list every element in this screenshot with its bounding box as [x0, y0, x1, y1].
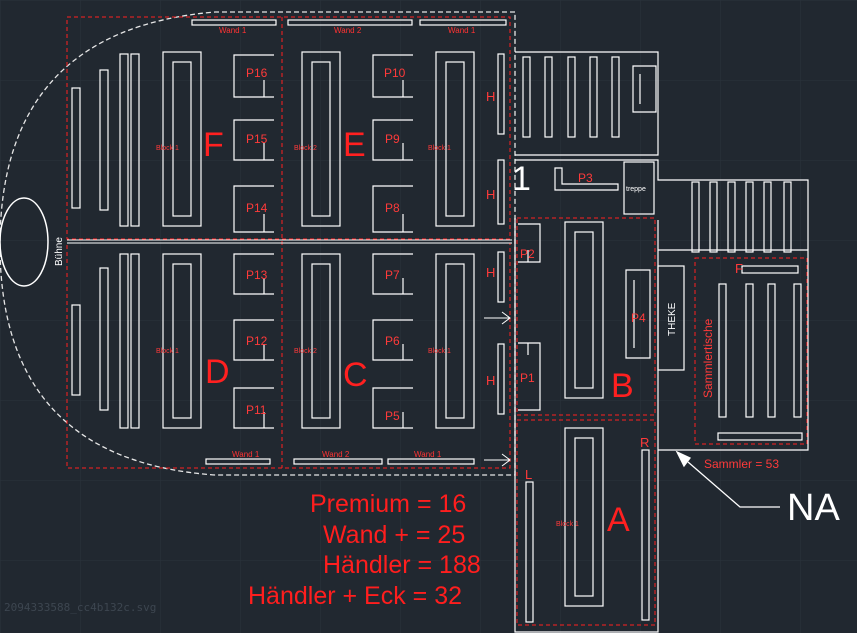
one-marker: 1: [512, 160, 531, 198]
wall-label-bottom-right: Wand 1: [414, 450, 442, 459]
premium-label-p14: P14: [246, 201, 268, 215]
premium-label-p10: P10: [384, 66, 406, 80]
wall-label-top-mid: Wand 2: [334, 26, 362, 35]
premium-label-p5: P5: [385, 409, 400, 423]
collector-count: Sammler = 53: [704, 457, 779, 471]
row-mark-h2: H: [486, 187, 495, 202]
wall-label-top-left: Wand 1: [219, 26, 247, 35]
block-label-a: Block 1: [556, 521, 579, 528]
table-rows: [71, 53, 505, 429]
block-label-c: Block 2: [294, 348, 317, 355]
row-mark-h4: H: [486, 373, 495, 388]
counter-label: THEKE: [667, 302, 678, 336]
premium-label-p11: P11: [246, 403, 267, 417]
legend-wand: Wand + = 25: [323, 521, 465, 549]
row-mark-l: L: [525, 467, 532, 482]
premium-brackets: [233, 54, 413, 429]
file-stamp: 2094333588_cc4b132c.svg: [4, 601, 157, 614]
legend-haendler-eck: Händler + Eck = 32: [248, 582, 462, 610]
collector-area: [658, 249, 809, 451]
na-pointer: [675, 450, 780, 508]
premium-label-p9: P9: [385, 132, 400, 146]
sector-label-d: D: [205, 353, 230, 391]
sector-label-b: B: [611, 367, 634, 405]
premium-label-p3: P3: [578, 171, 593, 185]
premium-label-p1: P1: [520, 371, 535, 385]
block-label-e-right: Block 1: [428, 145, 451, 152]
stairs-label: treppe: [626, 186, 646, 193]
block-label-d: Block 1: [156, 348, 179, 355]
entry-arrows: [484, 311, 511, 467]
a-area: [525, 427, 650, 623]
u-blocks: [162, 51, 475, 429]
sector-label-c: C: [343, 356, 368, 394]
premium-label-p16: P16: [246, 66, 268, 80]
b-area: [514, 218, 685, 633]
block-label-f: Block 1: [156, 145, 179, 152]
row-mark-h3: H: [486, 265, 495, 280]
sector-label-f: F: [203, 126, 224, 164]
premium-label-p8: P8: [385, 201, 400, 215]
wall-label-top-right: Wand 1: [448, 26, 476, 35]
stage-label: Bühne: [54, 237, 65, 266]
wall-label-bottom-left: Wand 1: [232, 450, 260, 459]
wall-strips: [191, 19, 507, 465]
sector-label-e: E: [343, 126, 366, 164]
legend-haendler: Händler = 188: [323, 551, 481, 579]
na-marker: NA: [787, 487, 840, 529]
premium-label-p4: P4: [631, 311, 646, 325]
premium-label-p13: P13: [246, 268, 268, 282]
premium-label-p6: P6: [385, 334, 400, 348]
premium-label-p15: P15: [246, 132, 268, 146]
premium-label-p2: P2: [520, 247, 535, 261]
premium-label-p12: P12: [246, 334, 268, 348]
wall-label-bottom-mid: Wand 2: [322, 450, 350, 459]
block-label-c-right: Block 1: [428, 348, 451, 355]
upper-right-annex: [515, 51, 809, 253]
block-label-e: Block 2: [294, 145, 317, 152]
legend-premium: Premium = 16: [310, 490, 466, 518]
row-mark-f: F: [735, 261, 743, 276]
stage-ellipse: [0, 197, 49, 287]
sector-label-a: A: [607, 501, 630, 539]
row-mark-h1: H: [486, 89, 495, 104]
collector-tables-label: Sammlertische: [701, 318, 715, 398]
premium-label-p7: P7: [385, 268, 400, 282]
row-mark-r: R: [640, 435, 649, 450]
